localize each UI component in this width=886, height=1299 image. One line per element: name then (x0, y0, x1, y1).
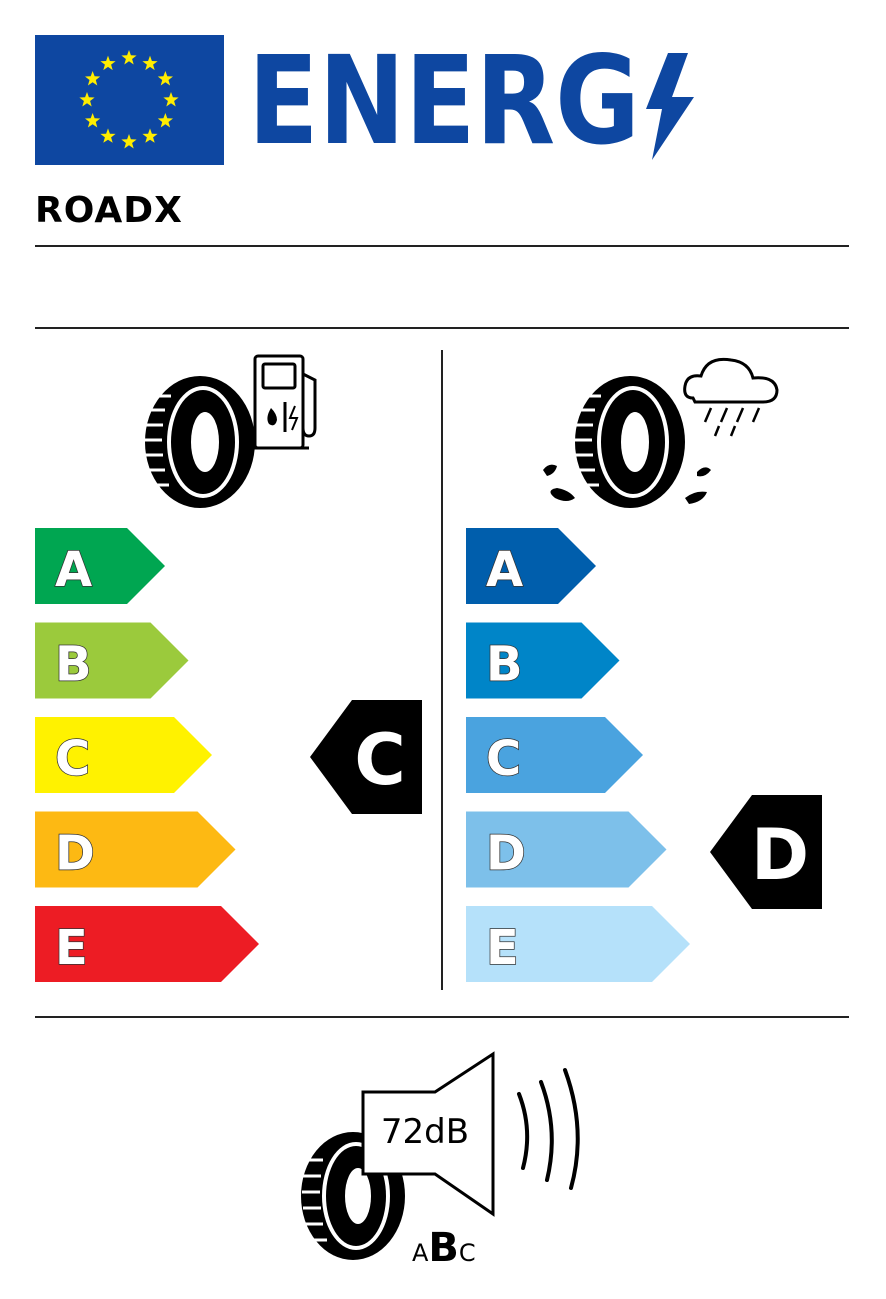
divider-vertical (441, 350, 443, 990)
wet-grip-arrow-label-b: B (486, 637, 523, 693)
eu-star-icon (157, 71, 173, 86)
eu-star-icon (85, 113, 101, 128)
wet-grip-arrow-c (466, 717, 643, 793)
fuel-arrow-label-b: B (55, 637, 92, 693)
eu-star-icon (142, 55, 158, 71)
fuel-arrow-d (35, 811, 236, 888)
eu-star-icon (142, 128, 158, 143)
tyre-icon (142, 376, 255, 508)
fuel-pump-icon (249, 354, 317, 450)
water-splash-icon (543, 464, 711, 504)
eu-star-icon (163, 92, 179, 107)
fuel-arrow-label-e: E (55, 920, 88, 976)
lightning-bolt-icon (646, 53, 694, 160)
noise-value: 72dB (380, 1112, 470, 1152)
divider-upper (35, 327, 849, 329)
wet-grip-rating-indicator: D (710, 795, 822, 909)
wet-grip-arrow-label-e: E (486, 920, 519, 976)
fuel-rating-label: C (354, 719, 405, 801)
divider-lower (35, 1016, 849, 1018)
fuel-rating-indicator: C (310, 700, 422, 814)
wet-grip-arrow-label-a: A (486, 542, 523, 598)
eu-star-icon (85, 71, 101, 86)
noise-class-a: A (412, 1239, 429, 1267)
eu-star-icon (100, 128, 116, 143)
noise-class-scale: ABC (412, 1225, 476, 1271)
wet-grip-rating-label: D (751, 814, 809, 896)
wet-grip-arrow-b (466, 622, 620, 699)
wet-grip-arrow-e (466, 906, 690, 982)
noise-class-c: C (458, 1239, 476, 1267)
eu-star-icon (121, 134, 137, 149)
wet-grip-arrow-d (466, 811, 667, 888)
energy-wordmark: ENERG (248, 30, 708, 172)
fuel-arrow-a (35, 528, 165, 604)
divider-top (35, 245, 849, 247)
speaker-icon (361, 1051, 495, 1217)
eu-stars (79, 50, 179, 149)
energy-wordmark-text: ENERG (248, 35, 640, 165)
wet-grip-arrow-label-d: D (486, 826, 526, 882)
fuel-arrow-label-d: D (55, 826, 95, 882)
fuel-arrow-label-a: A (55, 542, 92, 598)
brand-name: ROADX (35, 190, 183, 231)
eu-flag-logo (35, 35, 224, 165)
eu-star-icon (100, 55, 116, 71)
noise-class-b: B (428, 1225, 459, 1271)
rain-cloud-icon (683, 357, 779, 437)
wet-grip-icon (543, 357, 779, 508)
fuel-efficiency-icon (142, 354, 317, 508)
eu-star-icon (79, 92, 95, 107)
eu-star-icon (121, 50, 137, 65)
fuel-arrow-e (35, 906, 259, 982)
sound-waves-icon (517, 1068, 580, 1190)
wet-grip-arrow-a (466, 528, 596, 604)
fuel-arrow-c (35, 717, 212, 793)
fuel-arrow-label-c: C (55, 731, 90, 787)
fuel-arrow-b (35, 622, 189, 699)
wet-grip-arrow-label-c: C (486, 731, 521, 787)
noise-icon (301, 1051, 580, 1260)
eu-star-icon (157, 113, 173, 128)
tyre-icon (572, 376, 685, 508)
